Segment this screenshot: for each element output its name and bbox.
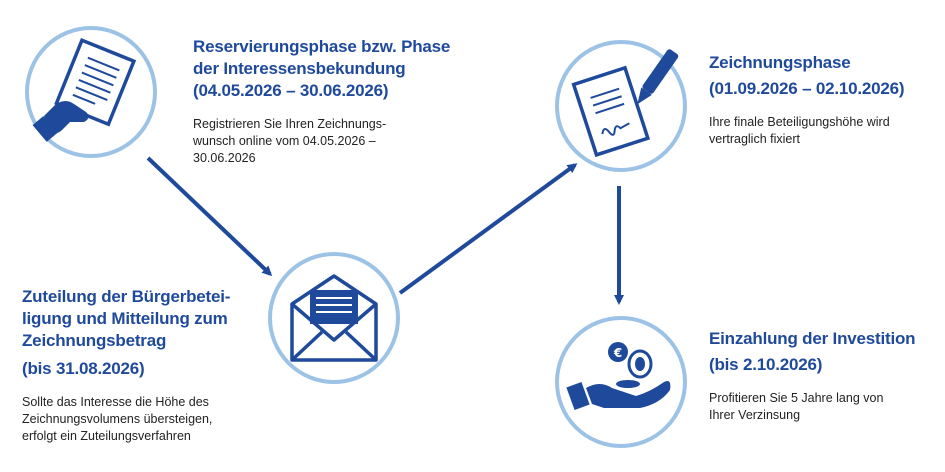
step-subscription: Zeichnungsphase (01.09.2026 – 02.10.2026… <box>709 52 905 148</box>
signed-contract-pen-icon <box>555 40 687 172</box>
hand-with-euro-coins-icon: € <box>555 316 687 448</box>
step-title-line: Zeichnungsphase <box>709 53 851 72</box>
step-title-line: (04.05.2026 – 30.06.2026) <box>193 81 389 100</box>
step-description-line: Zeichnungsvolumens übersteigen, <box>22 412 213 426</box>
svg-text:€: € <box>613 346 622 360</box>
step-payment: Einzahlung der Investition (bis 2.10.202… <box>709 328 916 424</box>
step-title: Zuteilung der Bürgerbetei- ligung und Mi… <box>22 286 230 380</box>
step-description: Ihre finale Beteiligungshöhe wird vertra… <box>709 114 904 148</box>
step-description: Sollte das Interesse die Höhe des Zeichn… <box>22 394 230 445</box>
step-description-line: Profitieren Sie 5 Jahre lang von <box>709 391 884 405</box>
step-title-line: (bis 31.08.2026) <box>22 359 145 378</box>
step-reservation: Reservierungsphase bzw. Phase der Intere… <box>193 36 450 167</box>
step-title: Zeichnungsphase (01.09.2026 – 02.10.2026… <box>709 52 905 100</box>
step-allocation: Zuteilung der Bürgerbetei- ligung und Mi… <box>22 286 230 445</box>
step-title-line: Zuteilung der Bürgerbetei- <box>22 287 231 306</box>
step-description-line: Ihrer Verzinsung <box>709 408 801 422</box>
step-description: Registrieren Sie Ihren Zeichnungs- wunsc… <box>193 116 450 167</box>
step-title-line: (bis 2.10.2026) <box>709 355 823 374</box>
step-description-line: Registrieren Sie Ihren Zeichnungs- <box>193 117 387 131</box>
step-description-line: Sollte das Interesse die Höhe des <box>22 395 209 409</box>
step-title-line: Reservierungsphase bzw. Phase <box>193 37 451 56</box>
arrow-allocation-to-subscription <box>398 163 578 295</box>
step-title-line: Einzahlung der Investition <box>709 329 916 348</box>
step-description-line: 30.06.2026 <box>193 151 256 165</box>
arrow-reservation-to-allocation <box>146 156 273 277</box>
document-in-hand-icon <box>25 26 157 158</box>
step-title-line: Zeichnungsbetrag <box>22 331 167 350</box>
step-description: Profitieren Sie 5 Jahre lang von Ihrer V… <box>709 390 915 424</box>
step-description-line: Ihre finale Beteiligungshöhe wird <box>709 115 890 129</box>
step-title: Einzahlung der Investition (bis 2.10.202… <box>709 328 916 376</box>
step-title: Reservierungsphase bzw. Phase der Intere… <box>193 36 450 102</box>
step-title-line: der Interessensbekundung <box>193 59 406 78</box>
step-description-line: vertraglich fixiert <box>709 132 800 146</box>
step-title-line: (01.09.2026 – 02.10.2026) <box>709 79 905 98</box>
step-description-line: wunsch online vom 04.05.2026 – <box>193 134 376 148</box>
open-envelope-icon <box>268 252 400 384</box>
step-description-line: erfolgt ein Zuteilungsverfahren <box>22 429 191 443</box>
step-title-line: ligung und Mitteilung zum <box>22 309 228 328</box>
